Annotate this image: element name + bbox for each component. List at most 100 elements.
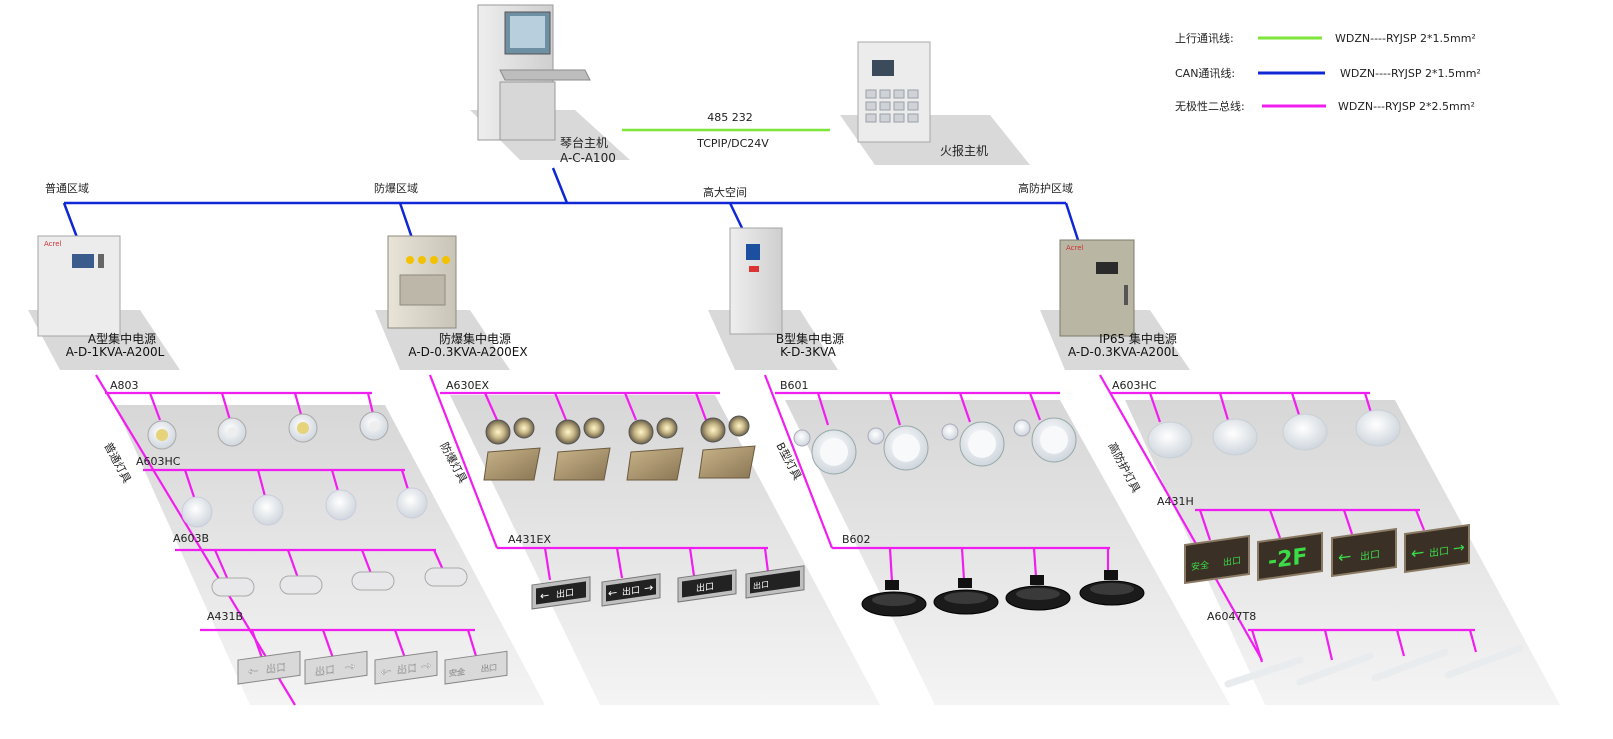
ex-row2-exitsigns: ← 出口 ← 出口 → 出口 出口 [531,565,805,610]
normal-row4-exitsigns: ← 出口 出口 → ← 出口 → 安全 出口 [237,650,508,685]
hp-dome-4 [1355,409,1401,447]
svg-text:出口: 出口 [481,662,497,674]
ex-exit-sign-1: ← 出口 [531,576,591,610]
svg-text:出口: 出口 [1223,554,1241,568]
power-unit-ip65-cabinet [1059,239,1135,337]
zone-label-highspace: 高大空间 [703,185,747,199]
svg-text:←: ← [1411,542,1424,563]
link-bottom-label: TCPIP/DC24V [696,137,769,150]
power-unit-ip65-model: A-D-0.3KVA-A200L [1068,345,1178,359]
svg-text:出口: 出口 [622,584,640,598]
power-unit-a-brand: Acrel [44,240,62,248]
normal-exit-sign-3: ← 出口 → [374,650,438,685]
svg-text:→: → [421,658,431,673]
normal-dome-1 [181,496,213,528]
power-unit-b-name: B型集中电源 [776,331,844,346]
legend-label-can: CAN通讯线: [1175,66,1235,80]
b-panel-3 [941,421,1005,467]
power-unit-ip65: Acrel IP65 集中电源 A-D-0.3KVA-A200L [1040,239,1190,370]
normal-row1-spotlights [147,411,389,450]
link-top-label: 485 232 [707,111,753,124]
power-unit-ip65-name: IP65 集中电源 [1099,331,1177,346]
normal-exit-sign-2: 出口 → [304,650,368,685]
normal-dome-3 [325,489,357,521]
b-panel-1 [793,429,857,475]
sec-hp-vertical: 高防护灯具 [1105,440,1143,495]
svg-text:出口: 出口 [556,586,574,600]
hp-tube-4 [1444,644,1524,679]
host-model: A-C-A100 [560,151,616,165]
normal-twin-2 [279,575,323,595]
ex-row1-twinheads [483,415,756,481]
normal-twin-3 [351,571,395,591]
power-unit-a: Acrel A型集中电源 A-D-1KVA-A200L [28,235,180,370]
sec-hp-label-a6047t8: A6047T8 [1207,610,1256,623]
b-highbay-2 [933,578,999,615]
b-row2-highbays [861,570,1145,617]
svg-text:安全: 安全 [449,666,465,678]
hp-row3-tubes [1224,644,1524,688]
ex-exit-sign-4: 出口 [745,565,805,599]
normal-twin-1 [211,577,255,597]
b-panel-4 [1013,417,1077,463]
fire-host-display [872,60,894,76]
normal-dome-4 [396,487,428,519]
power-unit-a-model: A-D-1KVA-A200L [66,345,165,359]
hp-dome-1 [1147,421,1193,459]
sec-normal-label-a603b: A603B [173,532,209,545]
power-unit-ex: 防爆集中电源 A-D-0.3KVA-A200EX [375,235,528,370]
normal-row2-domes [181,487,428,528]
b-row1-panels [793,417,1077,475]
b-highbay-3 [1005,575,1071,611]
svg-text:出口: 出口 [266,660,286,676]
power-unit-b-cabinet [729,227,783,335]
b-panel-2 [867,425,929,471]
svg-text:←: ← [1338,546,1351,567]
host-name: 琴台主机 [560,135,608,150]
power-unit-ex-model: A-D-0.3KVA-A200EX [408,345,527,359]
floor-panel-highspace [785,400,1230,705]
ex-exit-sign-3: 出口 [677,569,737,603]
svg-text:→: → [1453,540,1465,558]
normal-exit-sign-1: ← 出口 [237,650,301,685]
svg-text:←: ← [381,664,391,679]
hp-row2-signs: 安全 出口 -2F ← 出口 ← 出口 → [1184,523,1470,585]
power-unit-a-name: A型集中电源 [88,331,156,346]
zone-label-explosion: 防爆区域 [374,181,418,195]
svg-text:出口: 出口 [1429,544,1449,560]
ex-twinhead-2 [553,417,611,481]
sec-ex-label-a630ex: A630EX [446,379,489,392]
svg-text:出口: 出口 [397,661,417,677]
hp-tube-1 [1224,656,1304,688]
svg-text:出口: 出口 [315,663,335,679]
svg-text:→: → [345,659,355,674]
normal-dome-2 [252,494,284,526]
legend-spec-uplink: WDZN----RYJSP 2*1.5mm² [1335,32,1476,45]
svg-text:出口: 出口 [1360,547,1380,563]
svg-text:出口: 出口 [696,580,714,594]
power-unit-ex-name: 防爆集中电源 [439,331,511,346]
zone-label-normal: 普通区域 [45,181,89,195]
sec-ex-vertical: 防爆灯具 [437,440,470,485]
bus-highprotect [1099,374,1478,663]
svg-text:安全: 安全 [1191,559,1209,573]
fire-alarm-host: 火报主机 [840,41,1030,165]
sec-b-label-b601: B601 [780,379,809,392]
hp-tube-3 [1371,648,1449,682]
legend: 上行通讯线: WDZN----RYJSP 2*1.5mm² CAN通讯线: WD… [1175,31,1481,113]
sec-normal-label-a431b: A431B [207,610,243,623]
host-screen [510,16,545,48]
hp-dome-3 [1282,413,1328,451]
svg-text:→: → [644,581,653,595]
legend-spec-bus: WDZN---RYJSP 2*2.5mm² [1338,100,1475,113]
sec-normal-label-a603hc: A603HC [136,455,181,468]
can-bus [62,167,1080,241]
normal-exit-sign-4: 安全 出口 [444,650,508,685]
host-base [499,81,556,141]
hp-sign-3: ← 出口 [1331,527,1397,578]
svg-text:←: ← [248,663,258,678]
normal-row3-twinlamps [211,567,468,597]
host-console: 琴台主机 A-C-A100 [470,4,630,165]
bus-normal [95,374,478,706]
hp-row1-domes [1147,409,1401,459]
